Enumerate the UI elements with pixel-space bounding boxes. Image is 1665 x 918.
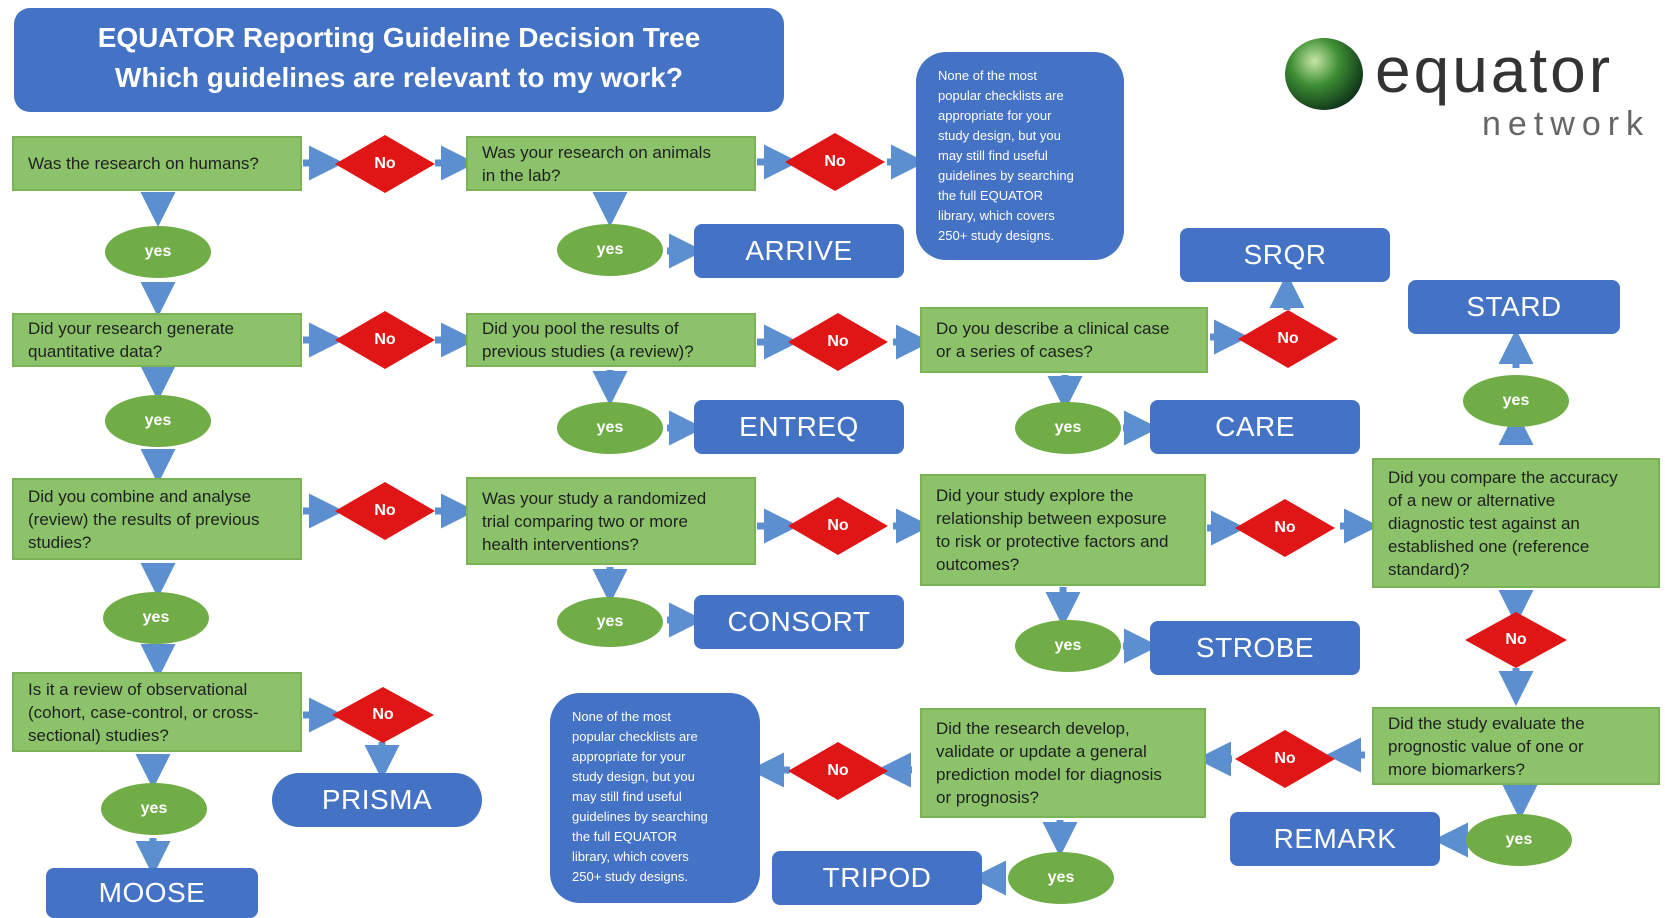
no-decision: No xyxy=(1465,612,1567,668)
question-biomarkers: Did the study evaluate the prognostic va… xyxy=(1372,707,1660,785)
no-decision: No xyxy=(785,133,885,191)
note-no-popular-checklist: None of the most popular checklists are … xyxy=(550,693,760,903)
yes-decision: yes xyxy=(105,395,211,447)
globe-icon xyxy=(1285,38,1363,110)
guideline-stard: STARD xyxy=(1408,280,1620,334)
guideline-tripod: TRIPOD xyxy=(772,851,982,905)
no-decision: No xyxy=(788,313,888,371)
guideline-srqr: SRQR xyxy=(1180,228,1390,282)
guideline-moose: MOOSE xyxy=(46,868,258,918)
guideline-consort: CONSORT xyxy=(694,595,904,649)
guideline-strobe: STROBE xyxy=(1150,621,1360,675)
diagram-title: EQUATOR Reporting Guideline Decision Tre… xyxy=(14,8,784,112)
no-decision: No xyxy=(335,311,435,369)
logo-subtitle: network xyxy=(1482,107,1651,143)
title-line-1: EQUATOR Reporting Guideline Decision Tre… xyxy=(97,22,701,53)
yes-decision: yes xyxy=(1463,375,1569,427)
yes-decision: yes xyxy=(1466,814,1572,866)
yes-decision: yes xyxy=(103,592,209,644)
guideline-entreq: ENTREQ xyxy=(694,400,904,454)
yes-decision: yes xyxy=(1015,402,1121,454)
yes-decision: yes xyxy=(557,402,663,454)
question-combine: Did you combine and analyse (review) the… xyxy=(12,478,302,560)
yes-decision: yes xyxy=(1015,620,1121,672)
no-decision: No xyxy=(335,135,435,193)
question-animals: Was your research on animals in the lab? xyxy=(466,136,756,191)
guideline-arrive: ARRIVE xyxy=(694,224,904,278)
no-decision: No xyxy=(788,742,888,800)
no-decision: No xyxy=(1235,730,1335,788)
yes-decision: yes xyxy=(101,783,207,835)
yes-decision: yes xyxy=(1008,852,1114,904)
question-prediction: Did the research develop, validate or up… xyxy=(920,708,1206,818)
question-exposure: Did your study explore the relationship … xyxy=(920,474,1206,586)
guideline-remark: REMARK xyxy=(1230,812,1440,866)
question-humans: Was the research on humans? xyxy=(12,136,302,191)
question-randomized: Was your study a randomized trial compar… xyxy=(466,477,756,565)
question-observational: Is it a review of observational (cohort,… xyxy=(12,672,302,752)
yes-decision: yes xyxy=(105,226,211,278)
question-quantitative: Did your research generate quantitative … xyxy=(12,313,302,367)
title-line-2: Which guidelines are relevant to my work… xyxy=(115,62,683,93)
yes-decision: yes xyxy=(557,224,663,276)
no-decision: No xyxy=(1238,310,1338,368)
question-pool: Did you pool the results of previous stu… xyxy=(466,313,756,367)
guideline-prisma: PRISMA xyxy=(272,773,482,827)
yes-decision: yes xyxy=(557,597,663,647)
guideline-care: CARE xyxy=(1150,400,1360,454)
question-diagnostic: Did you compare the accuracy of a new or… xyxy=(1372,458,1660,588)
no-decision: No xyxy=(332,687,434,743)
logo-wordmark: equator xyxy=(1375,38,1614,106)
note-no-popular-checklist: None of the most popular checklists are … xyxy=(916,52,1124,260)
no-decision: No xyxy=(1235,499,1335,557)
no-decision: No xyxy=(335,482,435,540)
no-decision: No xyxy=(788,497,888,555)
question-clinical-case: Do you describe a clinical case or a ser… xyxy=(920,307,1208,373)
